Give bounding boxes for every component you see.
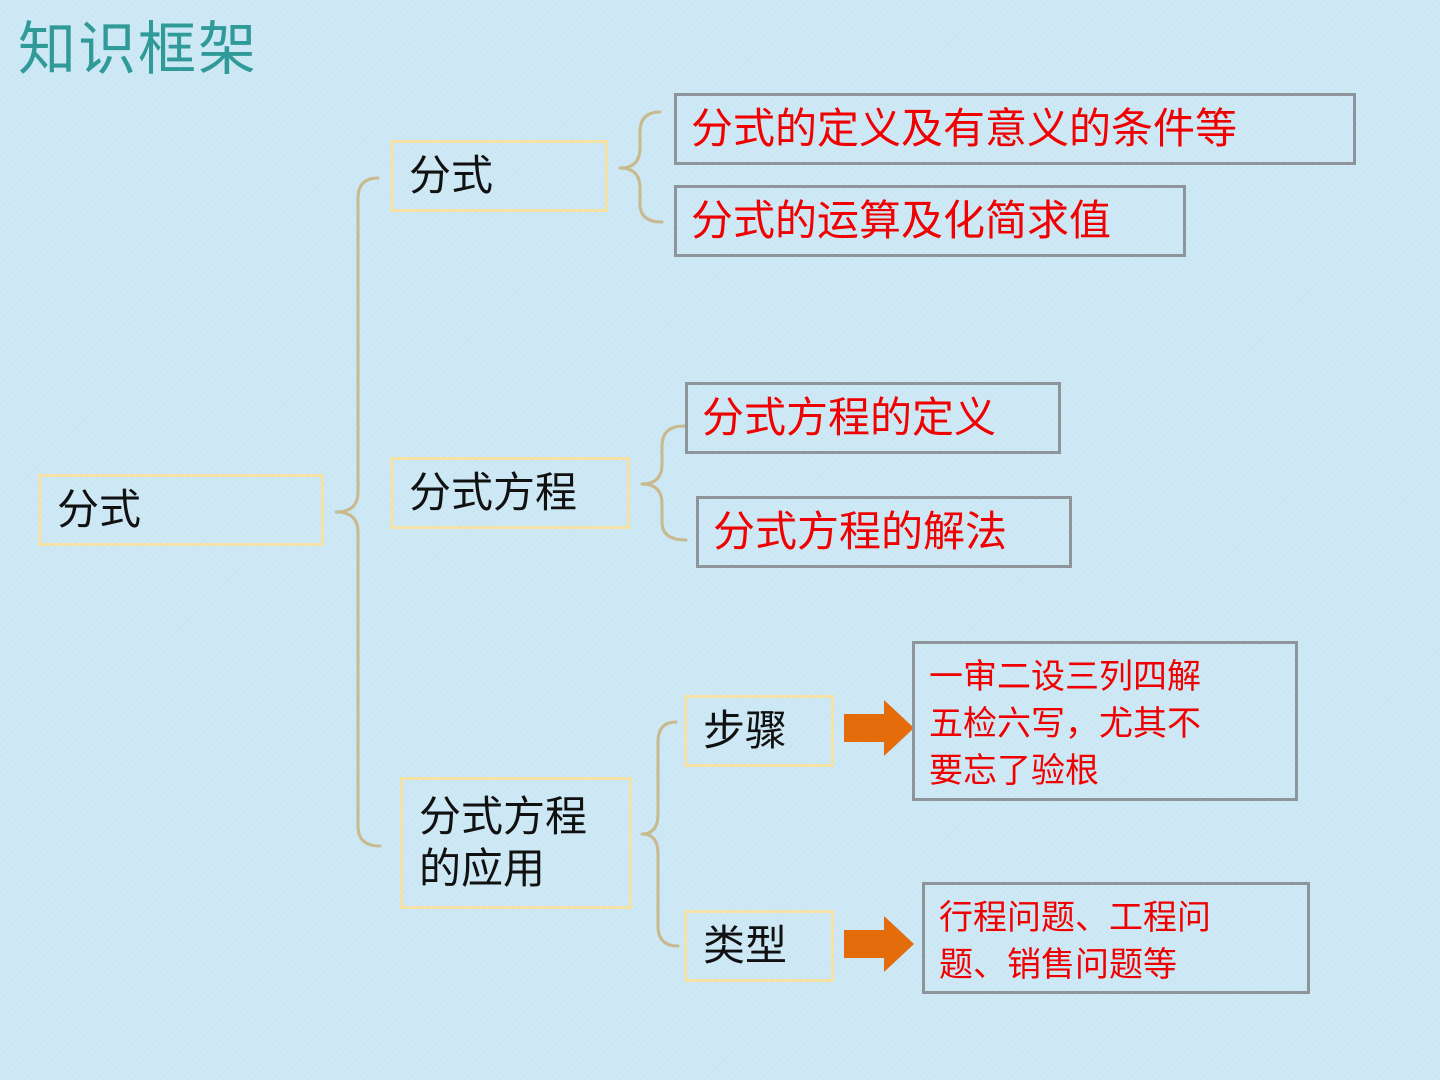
sub-node-label: 步骤: [703, 705, 788, 755]
leaf-node-equation-definition: 分式方程的定义: [685, 382, 1061, 454]
leaf-node-equation-solution: 分式方程的解法: [696, 496, 1072, 568]
leaf-node-label: 分式的运算及化简求值: [691, 195, 1112, 245]
detail-node-steps: 一审二设三列四解 五检六写，尤其不 要忘了验根: [912, 641, 1298, 801]
branch2-brace: [640, 424, 688, 542]
leaf-node-fraction-operations: 分式的运算及化简求值: [674, 185, 1186, 257]
root-node-label: 分式: [57, 484, 142, 534]
arrow-right-icon: [844, 916, 914, 972]
branch-node-equation-application: 分式方程 的应用: [400, 777, 632, 909]
page-title: 知识框架: [18, 15, 259, 83]
root-node: 分式: [38, 474, 324, 546]
branch-node-fraction: 分式: [390, 140, 608, 212]
sub-node-label: 类型: [703, 920, 788, 970]
branch1-brace: [618, 110, 664, 224]
leaf-node-label: 分式方程的解法: [713, 506, 1008, 556]
sub-node-steps: 步骤: [684, 695, 834, 767]
arrow-right-icon: [844, 700, 914, 756]
leaf-node-fraction-definition: 分式的定义及有意义的条件等: [674, 93, 1356, 165]
detail-node-text: 一审二设三列四解 五检六写，尤其不 要忘了验根: [929, 657, 1201, 791]
detail-node-text: 行程问题、工程问 题、销售问题等: [939, 898, 1211, 985]
sub-node-types: 类型: [684, 910, 834, 982]
root-brace: [334, 176, 382, 848]
branch-node-label: 分式: [409, 150, 494, 200]
branch-node-fractional-equation: 分式方程: [390, 457, 630, 529]
branch3-brace: [640, 720, 680, 948]
leaf-node-label: 分式方程的定义: [702, 392, 997, 442]
detail-node-types: 行程问题、工程问 题、销售问题等: [922, 882, 1310, 994]
branch-node-label: 分式方程: [409, 467, 578, 517]
branch-node-label: 分式方程 的应用: [419, 791, 588, 894]
leaf-node-label: 分式的定义及有意义的条件等: [691, 103, 1238, 153]
